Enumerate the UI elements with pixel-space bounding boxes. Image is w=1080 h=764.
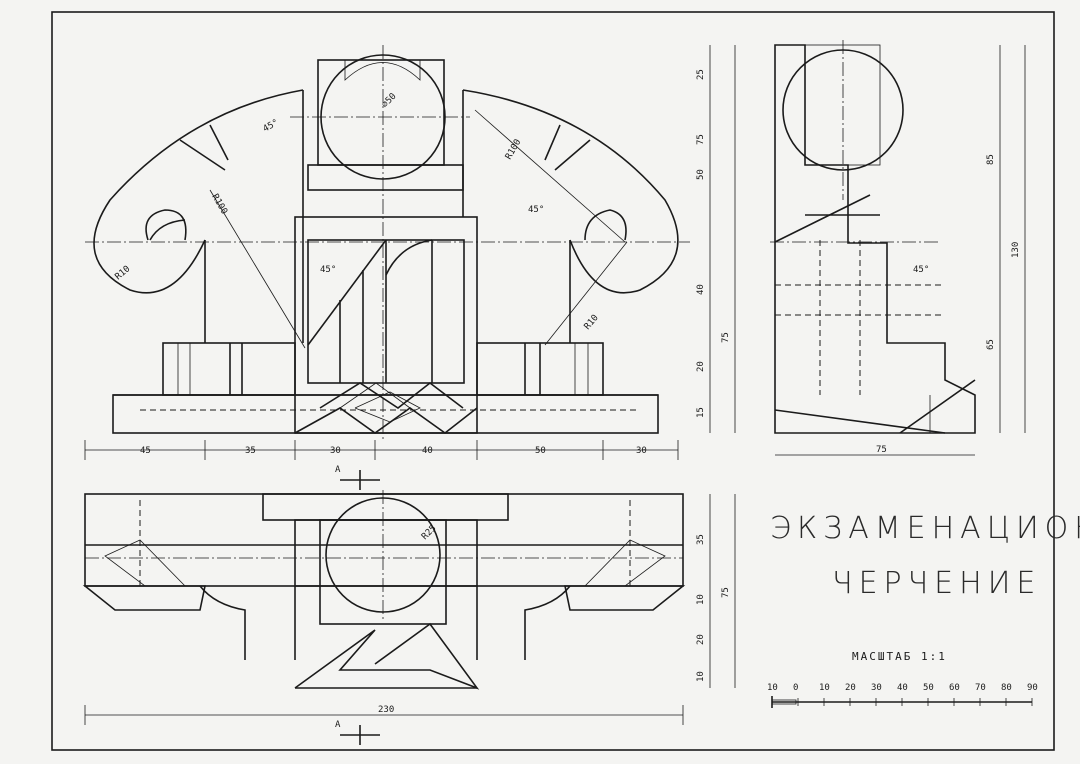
svg-text:40: 40 (422, 446, 433, 456)
svg-text:A: A (335, 465, 341, 475)
svg-text:75: 75 (721, 587, 731, 598)
svg-text:75: 75 (721, 332, 731, 343)
svg-text:30: 30 (636, 446, 647, 456)
title-line-2: ЧЕРЧЕНИЕ (832, 566, 1041, 601)
svg-text:50: 50 (696, 169, 706, 180)
svg-text:50: 50 (535, 446, 546, 456)
front-dimensions: 45 35 30 40 50 30 25 75 50 40 75 20 15 (84, 45, 736, 460)
svg-text:A: A (335, 720, 341, 730)
svg-text:R100: R100 (209, 193, 229, 217)
left-block (162, 342, 296, 396)
scale-ruler-label: 70 (975, 683, 986, 693)
svg-text:85: 85 (986, 154, 996, 165)
svg-text:45°: 45° (262, 118, 281, 135)
svg-text:35: 35 (696, 534, 706, 545)
section-mark-bottom: A (335, 720, 380, 745)
top-dimensions: 230 35 10 20 10 75 (84, 494, 736, 725)
svg-text:45°: 45° (913, 265, 929, 275)
scale-ruler-label: 10 (767, 683, 778, 693)
title-block: ЭКЗАМЕНАЦИОННОЕ ЧЕРЧЕНИЕ МАСШТАБ 1:1 10 0… (767, 511, 1080, 708)
scale-ruler-label: 50 (923, 683, 934, 693)
svg-text:R10: R10 (114, 264, 133, 282)
title-line-1: ЭКЗАМЕНАЦИОННОЕ (770, 511, 1080, 546)
svg-text:230: 230 (378, 705, 394, 715)
svg-text:15: 15 (696, 407, 706, 418)
svg-text:10: 10 (696, 671, 706, 682)
top-view: R25 (82, 490, 686, 690)
svg-text:20: 20 (696, 361, 706, 372)
scale-ruler-label: 10 (819, 683, 830, 693)
svg-text:10: 10 (696, 594, 706, 605)
sheet-frame (51, 11, 1055, 751)
svg-text:65: 65 (986, 339, 996, 350)
svg-text:R25: R25 (420, 524, 439, 543)
scale-ruler: 10 0 10 20 30 40 50 60 70 80 90 (767, 683, 1038, 706)
scale-ruler-label: 90 (1027, 683, 1038, 693)
front-view: 45° 45° 45° 45° R10 R100 R100 R10 ⌀50 (85, 45, 929, 440)
svg-text:45°: 45° (320, 265, 336, 275)
svg-text:25: 25 (696, 69, 706, 80)
scale-ruler-label: 40 (897, 683, 908, 693)
scale-ruler-label: 20 (845, 683, 856, 693)
scale-ruler-label: 60 (949, 683, 960, 693)
top-main-rect (84, 493, 684, 587)
svg-text:20: 20 (696, 634, 706, 645)
side-view: 75 85 130 65 (770, 40, 1026, 456)
central-body (294, 216, 478, 434)
scale-ruler-label: 0 (793, 683, 798, 693)
svg-text:75: 75 (696, 134, 706, 145)
svg-text:130: 130 (1011, 242, 1021, 258)
svg-text:45°: 45° (528, 205, 544, 215)
svg-text:75: 75 (876, 445, 887, 455)
svg-text:40: 40 (696, 284, 706, 295)
svg-text:R10: R10 (583, 313, 601, 332)
svg-text:35: 35 (245, 446, 256, 456)
scale-ruler-label: 80 (1001, 683, 1012, 693)
section-mark-top: A (335, 465, 380, 490)
scale-ruler-label: 30 (871, 683, 882, 693)
svg-text:30: 30 (330, 446, 341, 456)
svg-text:45: 45 (140, 446, 151, 456)
scale-label: МАСШТАБ 1:1 (852, 650, 947, 663)
